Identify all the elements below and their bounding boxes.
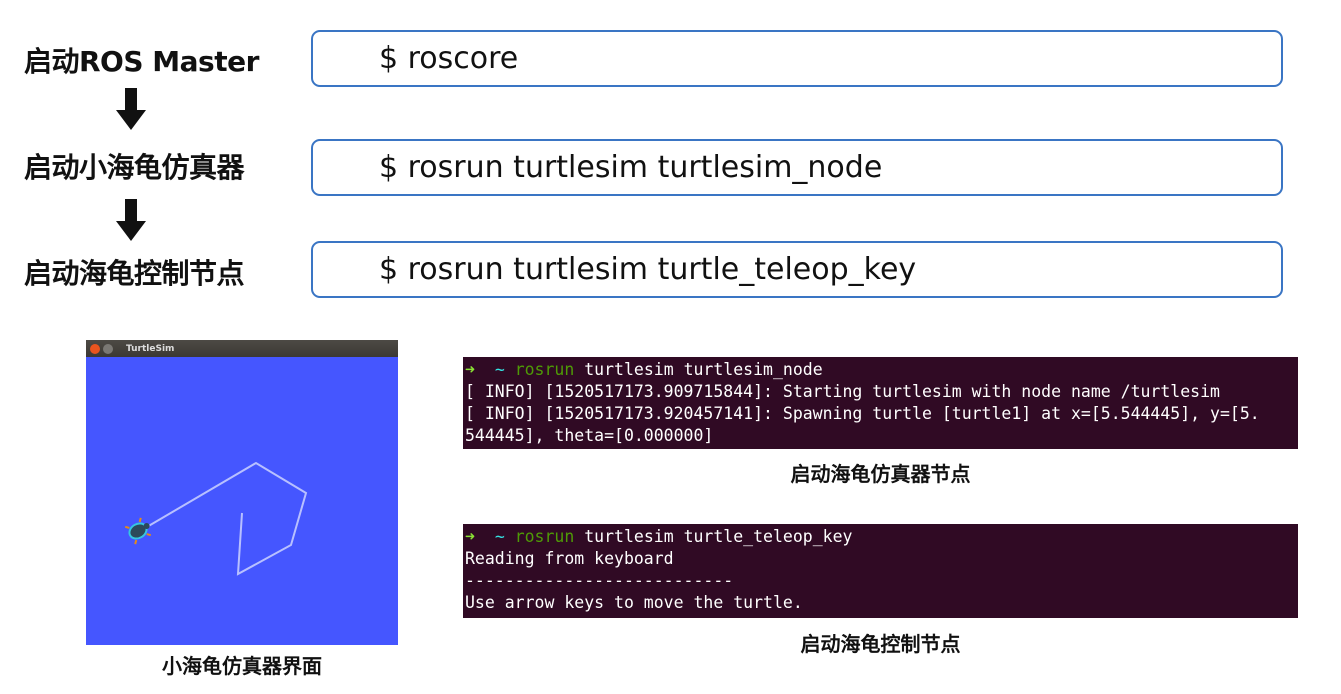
window-title: TurtleSim: [126, 343, 175, 354]
terminal2-caption: 启动海龟控制节点: [800, 632, 961, 656]
terminal-line: Reading from keyboard: [465, 549, 674, 568]
down-arrow-icon: [116, 199, 146, 241]
window-titlebar: TurtleSim: [86, 340, 398, 357]
terminal-turtlesim-node: ➜ ~ rosrun turtlesim turtlesim_node [ INF…: [463, 357, 1298, 449]
terminal1-caption: 启动海龟仿真器节点: [790, 462, 971, 486]
terminal-line: ---------------------------: [465, 571, 734, 590]
command-name: rosrun: [514, 360, 575, 379]
command-box-roscore: $ roscore: [311, 30, 1283, 87]
command-args: turtlesim turtle_teleop_key: [574, 527, 853, 546]
command-name: rosrun: [514, 527, 575, 546]
command-args: turtlesim turtlesim_node: [574, 360, 823, 379]
down-arrow-icon: [116, 88, 146, 130]
command-box-turtlesim-node: $ rosrun turtlesim turtlesim_node: [311, 139, 1283, 196]
minimize-icon[interactable]: [103, 343, 113, 354]
prompt-arrow: ➜: [465, 527, 475, 546]
prompt-dir: ~: [494, 360, 505, 379]
prompt-arrow: ➜: [465, 360, 475, 379]
turtle-icon: [124, 517, 152, 545]
command-box-teleop-key: $ rosrun turtlesim turtle_teleop_key: [311, 241, 1283, 298]
close-icon[interactable]: [90, 343, 100, 354]
terminal-line: [ INFO] [1520517173.909715844]: Starting…: [465, 382, 1220, 401]
turtle-path: [139, 461, 308, 576]
turtlesim-caption: 小海龟仿真器界面: [162, 654, 322, 678]
terminal-line: 544445], theta=[0.000000]: [465, 426, 714, 445]
turtlesim-window: TurtleSim: [86, 340, 398, 645]
step-2-label: 启动小海龟仿真器: [24, 151, 245, 184]
prompt-dir: ~: [494, 527, 505, 546]
turtle-canvas: [124, 461, 308, 576]
terminal-line: [ INFO] [1520517173.920457141]: Spawning…: [465, 404, 1260, 423]
step-3-label: 启动海龟控制节点: [24, 257, 245, 290]
terminal-line: Use arrow keys to move the turtle.: [465, 593, 803, 612]
step-1-label: 启动ROS Master: [24, 45, 259, 78]
